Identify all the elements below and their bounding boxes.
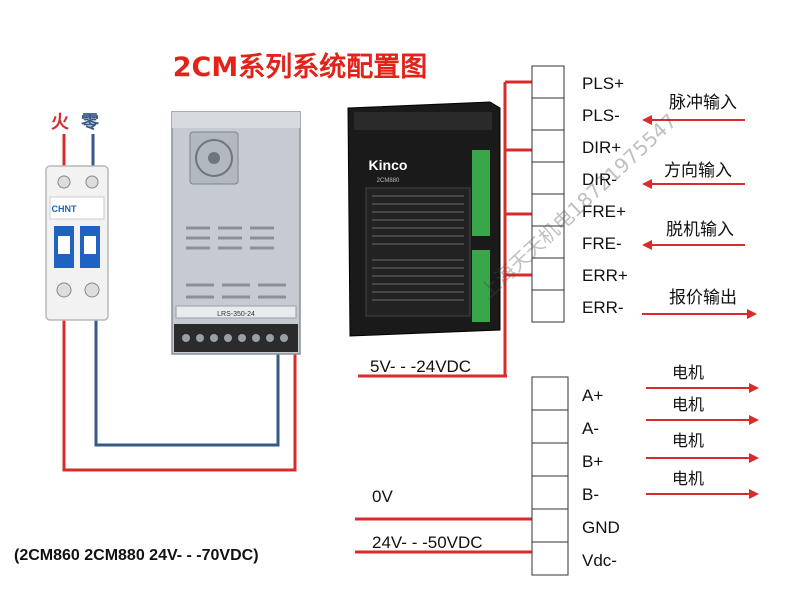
motor-arrow-icon — [749, 383, 759, 393]
stepper-driver: Kinco 2CM880 — [347, 101, 501, 337]
motor-label: 电机 — [672, 395, 704, 414]
breaker-brand: CHNT — [52, 204, 77, 214]
motor-arrow-icon — [749, 453, 759, 463]
alt-supply-note: (2CM860 2CM880 24V- - -70VDC) — [14, 547, 259, 564]
power-terminal-block — [472, 250, 490, 322]
power-terminal-label: A- — [582, 419, 599, 438]
neutral-to-psu-wire — [94, 320, 280, 447]
control-supply-label: 5V- - -24VDC — [370, 357, 471, 376]
control-terminal-label: FRE- — [582, 234, 622, 253]
power-terminal-box — [531, 541, 569, 576]
control-terminal-block — [472, 150, 490, 236]
signal-arrows — [642, 115, 757, 319]
power-terminal-label: GND — [582, 518, 620, 537]
release-arrow-icon — [642, 240, 652, 250]
control-wiring — [358, 80, 534, 378]
driver-model: 2CM880 — [377, 178, 400, 184]
control-terminal-box — [531, 65, 565, 99]
control-terminal-box — [531, 193, 565, 227]
neutral-label: 零 — [80, 112, 100, 133]
psu-terminal-block — [174, 324, 298, 352]
control-terminal-label: DIR- — [582, 170, 617, 189]
psu-terminal-screws-icon — [182, 334, 288, 342]
driver-label-panel — [365, 187, 471, 317]
direction-input-label: 方向输入 — [664, 161, 732, 181]
power-terminal-label: B- — [582, 485, 599, 504]
power-terminal-box — [531, 376, 569, 411]
power-terminal-box — [531, 475, 569, 510]
alarm-arrow-icon — [747, 309, 757, 319]
mains-wiring — [62, 134, 297, 472]
control-terminal-box — [531, 161, 565, 195]
control-terminal-box — [531, 289, 565, 323]
control-terminal-label: PLS+ — [582, 74, 624, 93]
main-supply-label: 24V- - -50VDC — [372, 533, 483, 552]
power-terminal-box — [531, 508, 569, 543]
terminal-screw-icon — [84, 282, 100, 298]
control-terminal-box — [531, 129, 565, 163]
control-terminal-label: ERR- — [582, 298, 624, 317]
control-terminal-box — [531, 257, 565, 291]
motor-label: 电机 — [672, 431, 704, 450]
live-label: 火 — [51, 112, 70, 133]
driver-brand: Kinco — [369, 157, 408, 173]
motor-label: 电机 — [672, 469, 704, 488]
power-supply-unit: LRS-350-24 — [171, 111, 301, 355]
terminal-screw-icon — [56, 282, 72, 298]
vent-slots-icon — [186, 226, 286, 299]
diagram-title: 2CM系列系统配置图 — [173, 51, 427, 83]
power-terminal-box — [531, 409, 569, 444]
motor-arrow-icon — [749, 489, 759, 499]
pulse-arrow-icon — [642, 115, 652, 125]
power-wiring — [355, 517, 532, 554]
power-terminal-label: B+ — [582, 452, 603, 471]
psu-model: LRS-350-24 — [217, 311, 255, 318]
breaker-handle-icon — [84, 236, 96, 254]
motor-arrows — [646, 383, 759, 499]
motor-arrow-icon — [749, 415, 759, 425]
alarm-output-label: 报价输出 — [669, 288, 737, 308]
terminal-screw-icon — [57, 175, 71, 189]
control-terminal-label: FRE+ — [582, 202, 626, 221]
pulse-input-label: 脉冲输入 — [669, 93, 737, 113]
control-terminal-box — [531, 225, 565, 259]
power-terminal-strip: A+ A- B+ B- GND Vdc- — [531, 376, 620, 576]
power-terminal-box — [531, 442, 569, 477]
terminal-screw-icon — [85, 175, 99, 189]
control-terminal-strip: PLS+ PLS- DIR+ DIR- FRE+ FRE- ERR+ ERR- — [531, 65, 628, 323]
direction-arrow-icon — [642, 179, 652, 189]
power-terminal-label: A+ — [582, 386, 603, 405]
control-terminal-label: DIR+ — [582, 138, 621, 157]
release-input-label: 脱机输入 — [666, 220, 734, 240]
control-terminal-label: ERR+ — [582, 266, 628, 285]
circuit-breaker: CHNT — [45, 165, 109, 321]
live-to-psu-wire — [62, 320, 297, 472]
driver-dip-table-icon — [372, 195, 464, 301]
control-terminal-box — [531, 97, 565, 131]
motor-label: 电机 — [672, 363, 704, 382]
zero-volt-label: 0V — [372, 487, 393, 506]
control-terminal-label: PLS- — [582, 106, 620, 125]
power-terminal-label: Vdc- — [582, 551, 617, 570]
breaker-handle-icon — [58, 236, 70, 254]
